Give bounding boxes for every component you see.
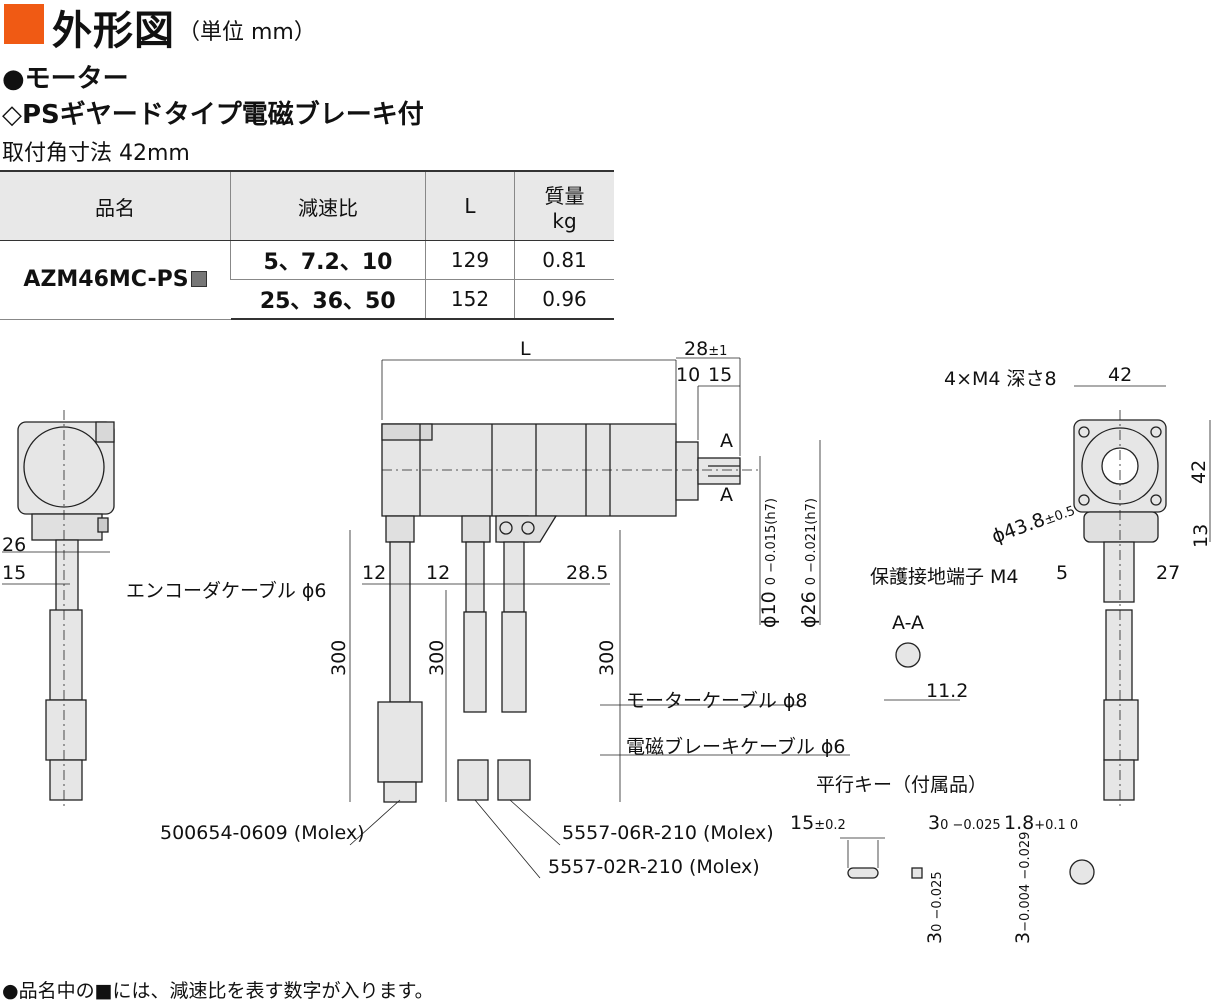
col-length: L [425,170,515,241]
dim-key-3: 30 −0.025 [928,812,1001,834]
dim-key-3-v2: 3−0.004 −0.029 [1012,831,1034,944]
title-square [4,4,44,44]
col-ratio: 減速比 [230,170,426,241]
aa-section [895,642,921,668]
connector-3-label: 5557-02R-210 (Molex) [548,856,760,878]
dim-10: 10 [676,364,701,386]
dim-11-2: 11.2 [926,680,969,702]
dim-28-5: 28.5 [566,562,609,584]
placeholder-square [190,271,207,288]
dim-12-a: 12 [362,562,387,584]
dim-12-b: 12 [426,562,451,584]
table-row: 25、36、50 152 0.96 [0,279,614,320]
mount-size: 取付角寸法 42mm [2,141,190,166]
ground-terminal-label: 保護接地端子 M4 [870,566,1019,588]
dim-key-15: 15±0.2 [790,812,846,834]
footnote: ●品名中の■には、減速比を表す数字が入ります。 [2,980,434,1002]
dim-shaft-26: ϕ26 0 −0.021(h7) [798,498,820,628]
connector-1-label: 500654-0609 (Molex) [160,822,365,844]
section-a-top: A [720,430,733,452]
connector-2-label: 5557-06R-210 (Molex) [562,822,774,844]
motor-cable-label: モーターケーブル ϕ8 [626,690,808,712]
dim-L: L [520,338,531,360]
page-title: 外形図 [52,8,175,54]
length-cell: 129 [425,240,515,280]
subsection-heading: ◇PSギヤードタイプ電磁ブレーキ付 [2,100,424,130]
main-view [377,423,760,803]
dim-15-left: 15 [2,562,27,584]
dim-42-h: 42 [1108,364,1133,386]
aa-label: A-A [892,612,925,634]
brake-cable-label: 電磁ブレーキケーブル ϕ6 [626,736,846,758]
mass-cell: 0.96 [514,279,614,320]
dim-300-b: 300 [426,639,448,676]
encoder-cable-label: エンコーダケーブル ϕ6 [126,580,327,602]
section-a-bottom: A [720,484,733,506]
unit-label: （単位 mm） [178,20,316,45]
ratio-cell: 5、7.2、10 [230,240,426,280]
dim-key-1-8: 1.8+0.1 0 [1004,812,1079,834]
outline-drawing [2,357,1211,885]
col-product: 品名 [0,170,231,241]
dim-28: 28±1 [684,338,728,360]
key-drawing [840,837,1095,885]
dim-shaft-10: ϕ10 0 −0.015(h7) [758,498,780,628]
key-label: 平行キー（付属品） [816,774,988,796]
dim-300-c: 300 [596,639,618,676]
dim-m4: 4×M4 深さ8 [944,368,1057,390]
product-name: AZM46MC-PS [0,240,231,320]
dim-13: 13 [1190,523,1212,548]
dim-5: 5 [1056,562,1069,584]
dim-42-v: 42 [1188,459,1210,484]
left-view [17,410,115,810]
length-cell: 152 [425,279,515,320]
section-heading: ●モーター [2,64,129,94]
mass-cell: 0.81 [514,240,614,280]
ratio-cell: 25、36、50 [230,279,426,320]
dim-27: 27 [1156,562,1181,584]
front-view [1073,410,1167,810]
table-row: AZM46MC-PS 5、7.2、10 129 0.81 [0,240,614,320]
dim-300-a: 300 [328,639,350,676]
dim-26: 26 [2,534,27,556]
dim-key-3-v: 30 −0.025 [924,871,946,944]
dim-15: 15 [708,364,733,386]
